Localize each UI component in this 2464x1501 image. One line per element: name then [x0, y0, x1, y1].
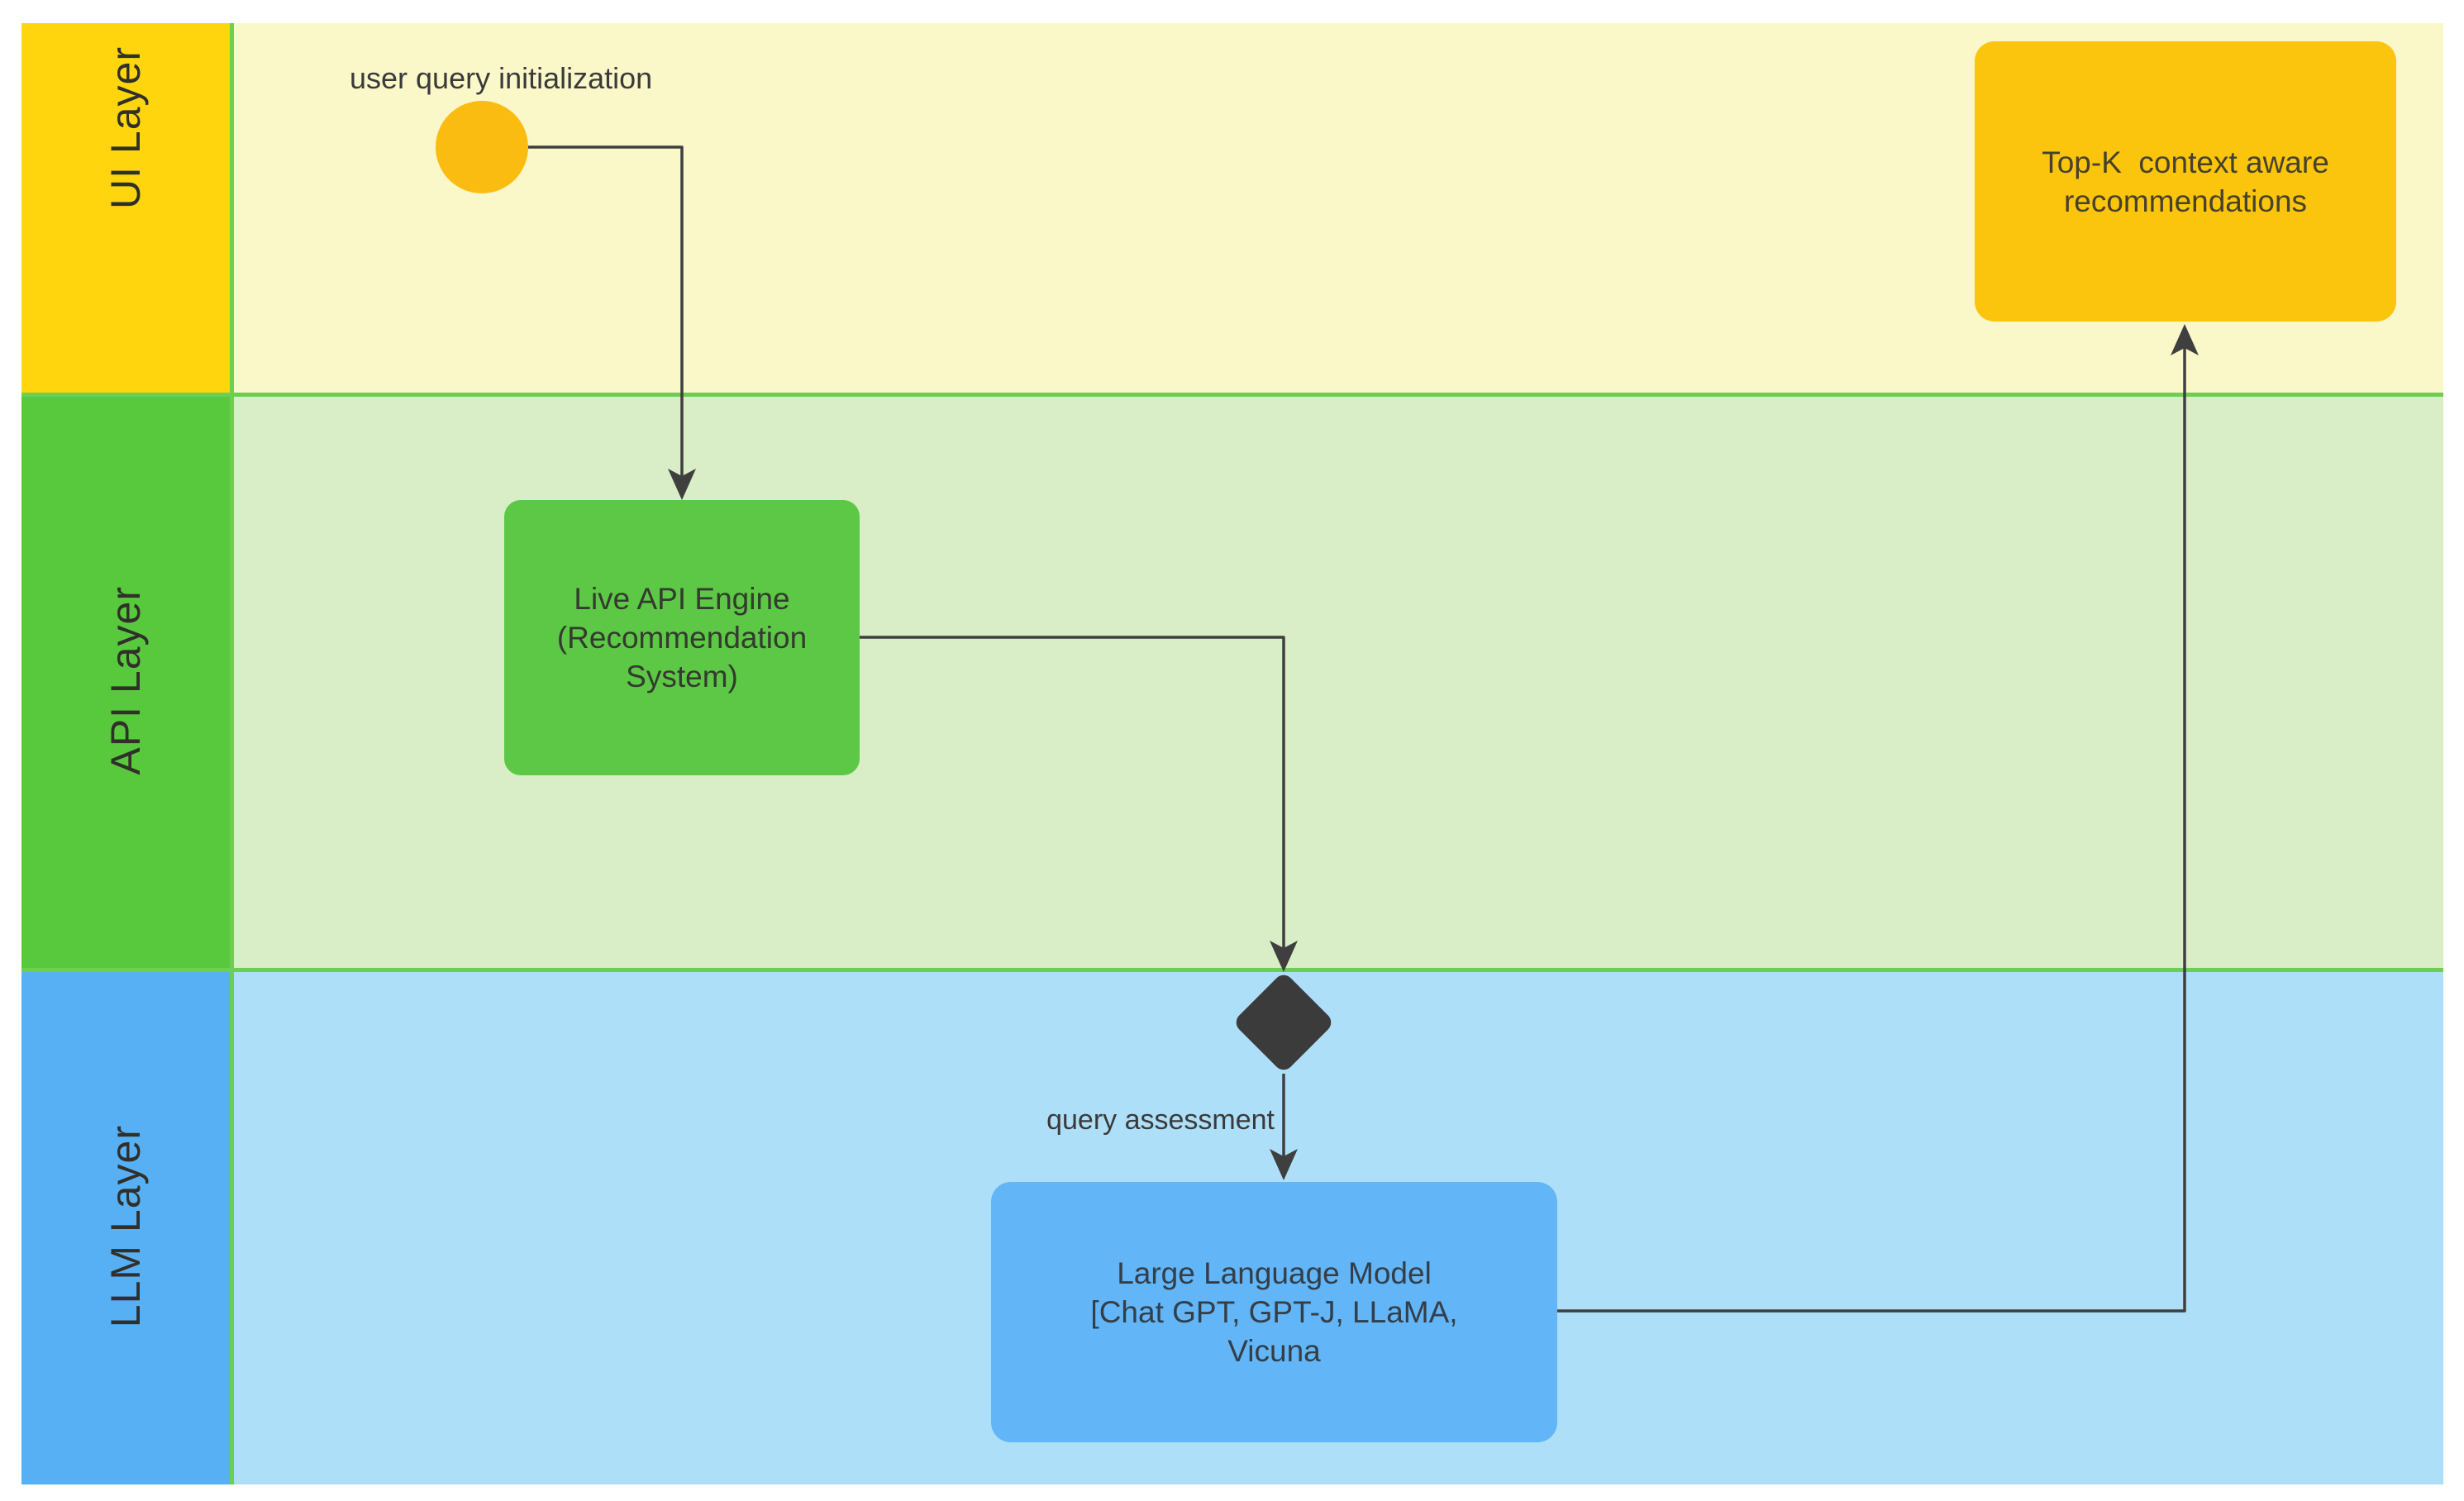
- edge-label-query-assessment: query assessment: [1046, 1104, 1275, 1136]
- arrowhead-down-api-engine: [668, 469, 696, 500]
- arrowhead-down-diamond: [1270, 941, 1298, 972]
- topk-node-label: Top-K context aware recommendations: [1975, 41, 2396, 322]
- llm-line3: Vicuna: [1227, 1334, 1321, 1368]
- llm-node: Large Language Model [Chat GPT, GPT-J, L…: [991, 1182, 1557, 1442]
- topk-line1: Top-K context aware: [2042, 145, 2329, 179]
- api-engine-line2: (Recommendation: [556, 621, 808, 655]
- api-engine-line1: Live API Engine: [574, 582, 790, 616]
- arrowhead-down-llm: [1270, 1149, 1298, 1180]
- lane-divider-ui-api: [21, 393, 2443, 397]
- connector-api-engine-to-diamond: [860, 636, 1285, 968]
- llm-line1: Large Language Model: [1117, 1256, 1432, 1290]
- connector-start-to-api-engine: [528, 145, 684, 496]
- swimlane-pool: UI Layer API Layer LLM Layer: [21, 23, 2443, 1484]
- edge-label-user-query: user query initialization: [350, 61, 653, 95]
- start-event-circle: [436, 101, 528, 193]
- api-engine-node-label: Live API Engine (Recommendation System): [504, 500, 860, 775]
- lane-api-band: API Layer: [21, 393, 230, 968]
- connector-layer: [528, 145, 2199, 1313]
- api-engine-node: Live API Engine (Recommendation System): [504, 500, 860, 775]
- lane-divider-api-llm: [21, 968, 2443, 972]
- band-separator-line: [230, 23, 234, 1484]
- lane-ui-band: UI Layer: [21, 23, 230, 393]
- connector-llm-to-topk: [1557, 328, 2186, 1313]
- api-engine-line3: System): [626, 660, 738, 693]
- llm-line2: [Chat GPT, GPT-J, LLaMA,: [1090, 1295, 1458, 1329]
- arrowhead-up-topk: [2171, 324, 2199, 355]
- topk-line2: recommendations: [2063, 183, 2308, 218]
- llm-node-label: Large Language Model [Chat GPT, GPT-J, L…: [991, 1182, 1557, 1442]
- lane-llm-band: LLM Layer: [21, 968, 230, 1484]
- arrowheads: [668, 324, 2199, 1180]
- topk-recommendations-node: Top-K context aware recommendations: [1975, 41, 2396, 322]
